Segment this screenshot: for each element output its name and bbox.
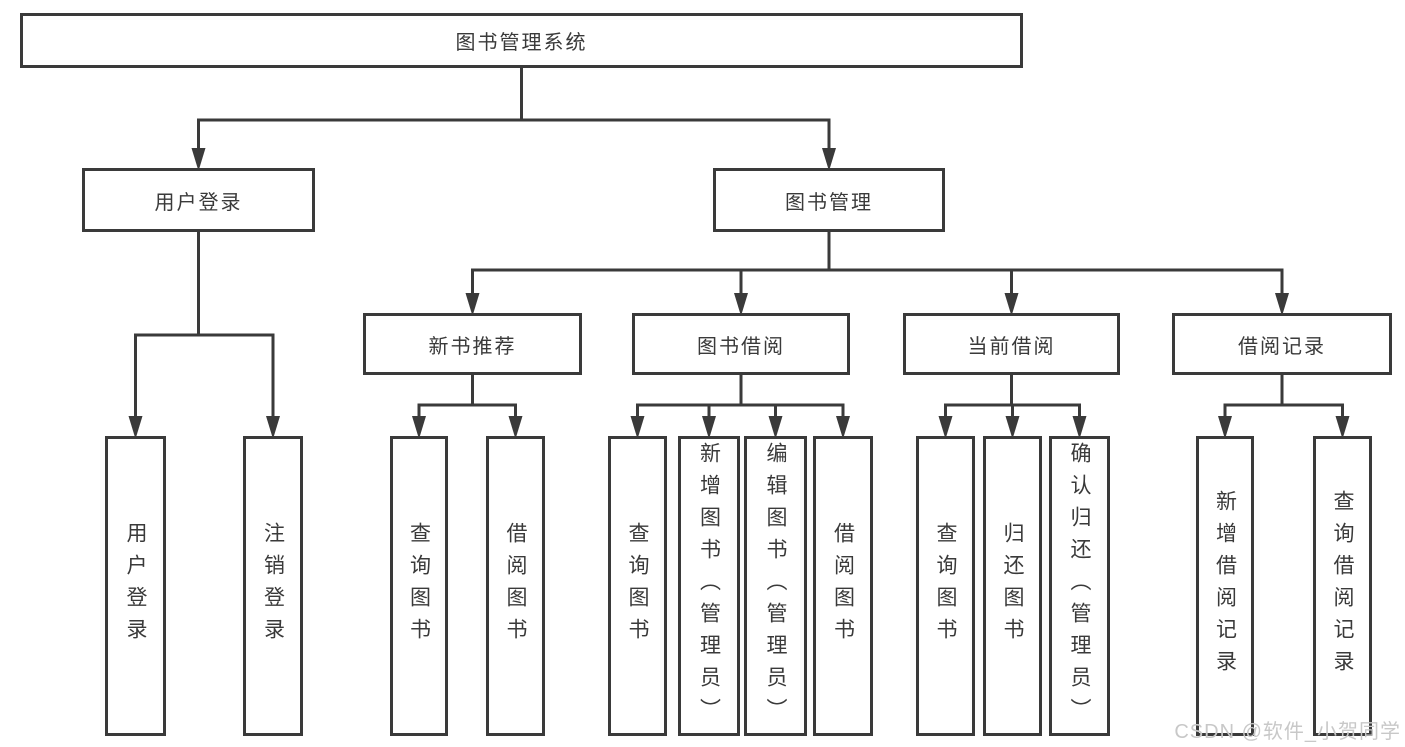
connector-root	[197, 67, 831, 153]
node-label: 借阅图书	[831, 522, 855, 650]
connector-current	[944, 374, 1081, 421]
node-leaf-cur-confirm: 确认归还（管理员）	[1049, 436, 1110, 736]
node-label: 注销登录	[261, 522, 285, 650]
node-label: 借阅记录	[1238, 335, 1326, 358]
node-label: 图书借阅	[697, 335, 785, 358]
node-leaf-recd-add: 新增借阅记录	[1196, 436, 1254, 736]
node-label: 借阅图书	[504, 522, 527, 650]
node-label: 归还图书	[1001, 522, 1024, 650]
node-borrow: 图书借阅	[632, 313, 850, 375]
node-root: 图书管理系统	[20, 13, 1023, 68]
node-label: 查询图书	[934, 522, 957, 650]
node-label: 新书推荐	[428, 335, 517, 358]
node-label: 编辑图书（管理员）	[764, 442, 787, 730]
node-label: 图书管理系统	[455, 32, 588, 54]
node-label: 当前借阅	[967, 335, 1056, 358]
node-label: 用户登录	[154, 191, 243, 214]
node-record: 借阅记录	[1172, 313, 1392, 375]
node-leaf-cur-return: 归还图书	[983, 436, 1042, 736]
node-label: 查询图书	[626, 522, 649, 650]
node-label: 新增图书（管理员）	[697, 442, 721, 730]
node-label: 新增借阅记录	[1213, 490, 1237, 682]
node-label: 查询图书	[407, 522, 431, 650]
node-leaf-logout: 注销登录	[243, 436, 303, 736]
node-leaf-user-login: 用户登录	[105, 436, 166, 736]
connector-login	[134, 231, 275, 421]
node-leaf-recd-query: 查询借阅记录	[1313, 436, 1372, 736]
node-leaf-rec-borrow: 借阅图书	[486, 436, 545, 736]
connector-record	[1223, 374, 1344, 421]
node-mgmt: 图书管理	[713, 168, 945, 232]
node-label: 确认归还（管理员）	[1068, 442, 1091, 730]
node-leaf-bor-edit: 编辑图书（管理员）	[744, 436, 807, 736]
node-leaf-bor-borrow: 借阅图书	[813, 436, 873, 736]
connector-rec	[417, 374, 517, 421]
connector-borrow	[636, 374, 845, 421]
node-leaf-cur-query: 查询图书	[916, 436, 975, 736]
node-label: 用户登录	[124, 522, 147, 650]
node-leaf-bor-add: 新增图书（管理员）	[678, 436, 740, 736]
watermark: CSDN @软件_小贺同学	[1174, 721, 1401, 743]
node-label: 查询借阅记录	[1331, 490, 1354, 682]
node-leaf-bor-query: 查询图书	[608, 436, 667, 736]
node-rec: 新书推荐	[363, 313, 582, 375]
node-login: 用户登录	[82, 168, 315, 232]
node-current: 当前借阅	[903, 313, 1120, 375]
node-label: 图书管理	[785, 191, 873, 214]
node-leaf-rec-query: 查询图书	[390, 436, 448, 736]
connector-mgmt	[471, 231, 1284, 298]
